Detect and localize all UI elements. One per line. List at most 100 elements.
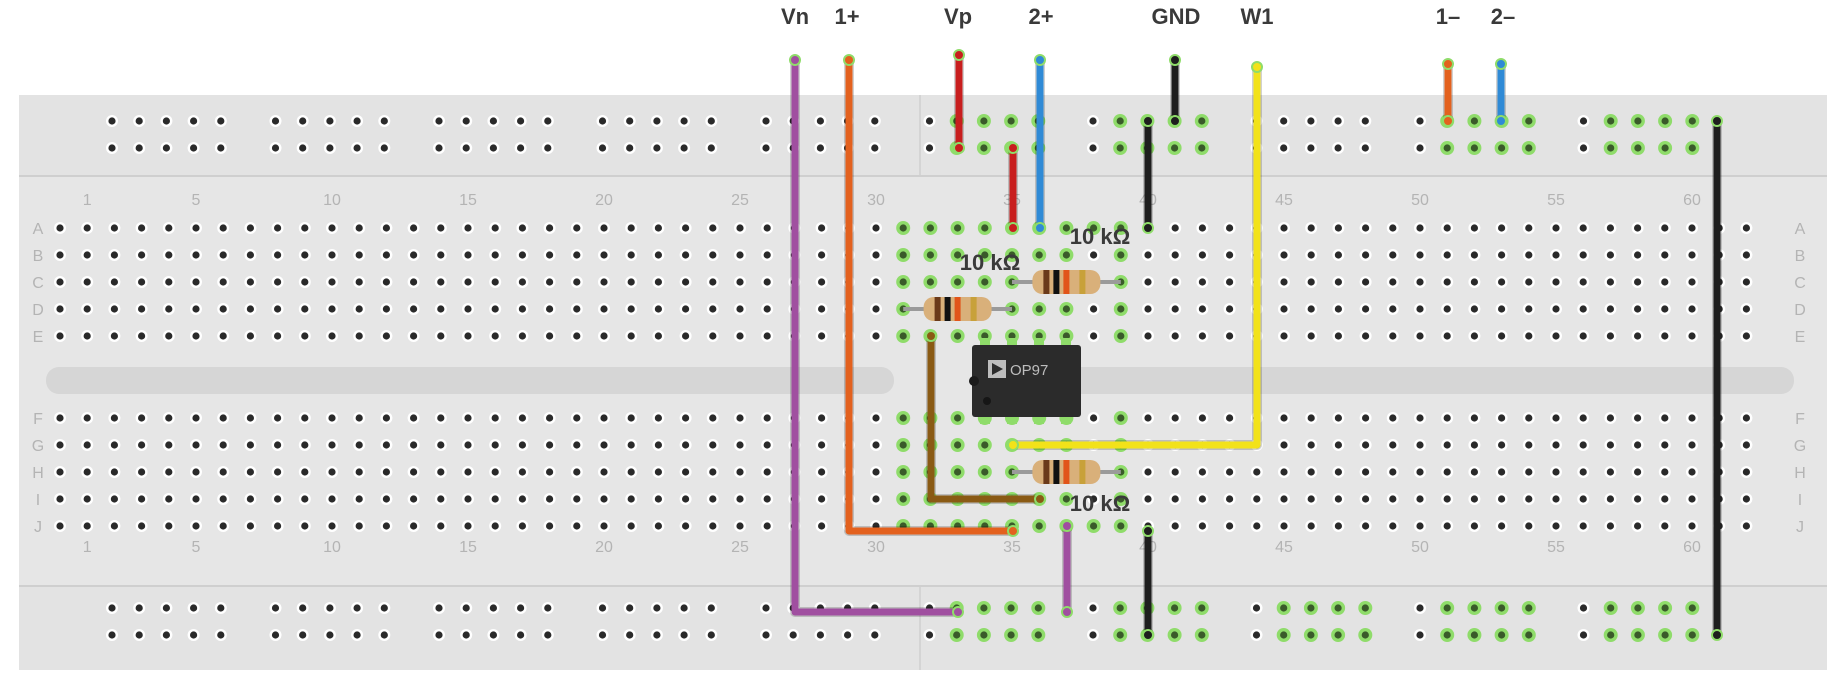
breadboard-hole — [244, 330, 257, 342]
connected-hole — [1059, 492, 1074, 506]
breadboard-hole — [462, 520, 474, 532]
breadboard-hole — [1087, 412, 1100, 424]
connected-hole — [1194, 141, 1209, 155]
breadboard-hole — [462, 303, 474, 315]
rail-hole — [323, 115, 336, 127]
breadboard-hole — [761, 439, 774, 451]
rail-hole — [760, 629, 772, 641]
breadboard-hole — [516, 493, 529, 505]
rail-hole — [1577, 629, 1590, 641]
row-letter: I — [36, 492, 40, 509]
breadboard-hole — [1386, 276, 1399, 288]
connected-hole — [949, 628, 964, 642]
rail-hole — [187, 602, 200, 614]
breadboard-hole — [217, 276, 230, 288]
breadboard-hole — [543, 303, 556, 315]
breadboard-hole — [434, 249, 447, 261]
breadboard-hole — [135, 249, 148, 261]
rail-hole — [1332, 115, 1345, 127]
breadboard-hole — [1332, 330, 1345, 342]
breadboard-hole — [462, 493, 474, 505]
breadboard-hole — [1686, 249, 1698, 261]
breadboard-hole — [1468, 303, 1481, 315]
breadboard-hole — [1223, 276, 1236, 288]
rail-hole — [596, 142, 609, 154]
breadboard-hole — [353, 249, 366, 261]
breadboard-hole — [1604, 276, 1617, 288]
breadboard-hole — [1522, 493, 1535, 505]
breadboard-hole — [190, 412, 202, 424]
breadboard-hole — [598, 303, 610, 315]
breadboard-hole — [380, 330, 393, 342]
rail-hole — [650, 142, 663, 154]
connected-hole — [1113, 519, 1128, 533]
connected-hole — [1167, 141, 1182, 155]
connected-hole — [1658, 114, 1673, 128]
breadboard-hole — [54, 249, 66, 261]
breadboard-hole — [815, 466, 828, 478]
breadboard-hole — [434, 330, 447, 342]
breadboard-hole — [1686, 439, 1698, 451]
breadboard-hole — [734, 330, 746, 342]
breadboard-hole — [135, 439, 148, 451]
rail-hole — [214, 142, 227, 154]
column-number: 25 — [731, 539, 749, 556]
breadboard-hole — [1305, 303, 1318, 315]
breadboard-hole — [326, 439, 338, 451]
rail-hole — [487, 142, 500, 154]
breadboard-hole — [1169, 493, 1182, 505]
breadboard-hole — [380, 466, 393, 478]
breadboard-hole — [1468, 330, 1481, 342]
rail-hole — [133, 629, 146, 641]
breadboard-hole — [570, 249, 583, 261]
rail-hole — [106, 115, 118, 127]
rail-hole — [433, 142, 445, 154]
wire-gnd-bottom — [1142, 525, 1154, 641]
breadboard-hole — [353, 222, 366, 234]
breadboard-hole — [1414, 412, 1426, 424]
breadboard-hole — [870, 249, 882, 261]
breadboard-hole — [1196, 493, 1209, 505]
row-letter: A — [33, 221, 44, 238]
connected-hole — [1603, 114, 1618, 128]
breadboard-hole — [135, 303, 148, 315]
breadboard-hole — [1468, 249, 1481, 261]
breadboard-hole — [1604, 466, 1617, 478]
breadboard-hole — [543, 249, 556, 261]
breadboard-hole — [1495, 303, 1508, 315]
breadboard-hole — [1087, 303, 1100, 315]
breadboard-hole — [271, 249, 284, 261]
breadboard-hole — [81, 493, 94, 505]
rail-hole — [923, 142, 936, 154]
breadboard-hole — [217, 520, 230, 532]
breadboard-hole — [1332, 276, 1345, 288]
breadboard-hole — [1577, 466, 1590, 478]
connected-hole — [977, 438, 992, 452]
breadboard-hole — [1386, 249, 1399, 261]
wire-w1 — [1007, 61, 1263, 451]
breadboard-hole — [543, 276, 556, 288]
breadboard-hole — [1468, 520, 1481, 532]
rail-hole — [460, 142, 473, 154]
connected-hole — [896, 492, 911, 506]
breadboard-hole — [135, 493, 148, 505]
connected-hole — [896, 465, 911, 479]
rail-hole — [1277, 142, 1290, 154]
breadboard-hole — [598, 222, 610, 234]
breadboard-hole — [1196, 276, 1209, 288]
breadboard-hole — [190, 520, 202, 532]
rail-hole — [1577, 142, 1590, 154]
rail-hole — [269, 142, 282, 154]
row-letter: I — [1798, 492, 1802, 509]
breadboard-hole — [1550, 466, 1562, 478]
breadboard-hole — [1604, 412, 1617, 424]
breadboard-hole — [1223, 412, 1236, 424]
breadboard-hole — [298, 249, 311, 261]
rail-hole — [596, 115, 609, 127]
row-letter: G — [1794, 438, 1806, 455]
breadboard-hole — [652, 303, 665, 315]
breadboard-hole — [271, 412, 284, 424]
breadboard-hole — [1142, 330, 1154, 342]
breadboard-hole — [761, 330, 774, 342]
breadboard-hole — [1577, 330, 1590, 342]
